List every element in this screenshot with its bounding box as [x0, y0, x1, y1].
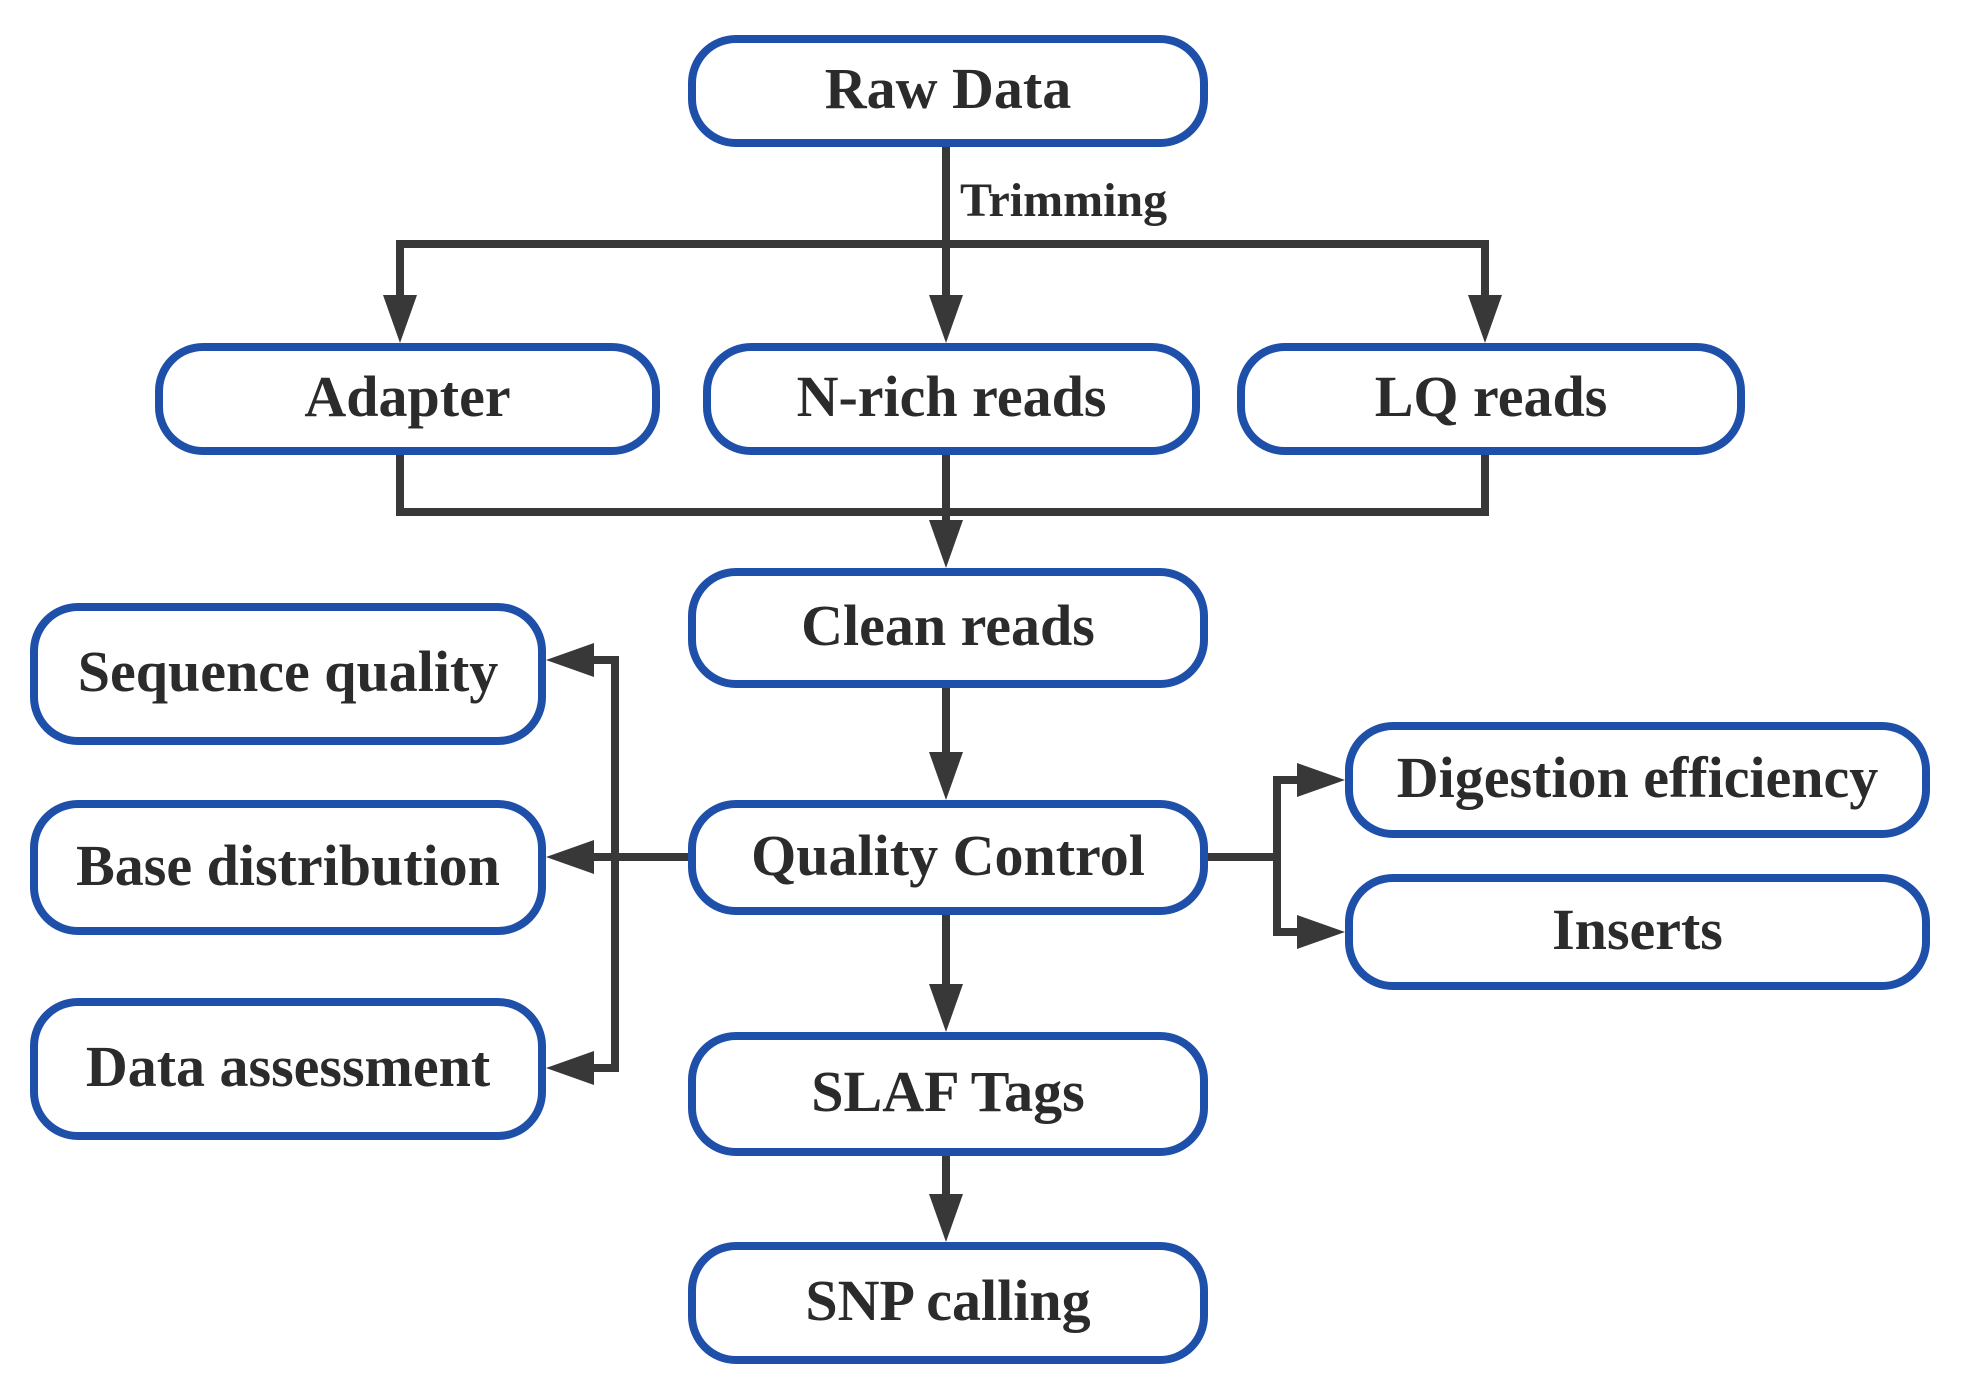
arrowhead-into-snp-calling-icon: [929, 1194, 963, 1242]
arrowhead-into-adapter-icon: [383, 295, 417, 343]
arrowhead-into-inserts-icon: [1297, 915, 1345, 949]
edge-stub-inserts: [1273, 928, 1301, 936]
node-n-rich-reads-label: N-rich reads: [796, 364, 1107, 429]
edge-trimming-branch-horizontal: [396, 240, 1489, 248]
node-lq-reads-label: LQ reads: [1374, 364, 1608, 429]
node-base-distribution: Base distribution: [30, 800, 546, 935]
node-adapter: Adapter: [155, 343, 660, 455]
node-snp-calling: SNP calling: [688, 1242, 1208, 1364]
node-snp-calling-label: SNP calling: [805, 1268, 1091, 1333]
edge-cleanreads-to-qc: [942, 688, 950, 756]
node-inserts-label: Inserts: [1552, 897, 1723, 962]
edge-branch-drop-lq-reads: [1481, 240, 1489, 300]
node-data-assessment: Data assessment: [30, 998, 546, 1140]
edge-left-spine-vertical: [611, 656, 619, 1072]
node-adapter-label: Adapter: [304, 364, 511, 429]
edge-qc-left-horizontal: [590, 853, 688, 861]
node-sequence-quality: Sequence quality: [30, 603, 546, 745]
node-clean-reads-label: Clean reads: [801, 593, 1095, 658]
node-inserts: Inserts: [1345, 874, 1930, 990]
node-data-assessment-label: Data assessment: [85, 1034, 491, 1099]
node-raw-data: Raw Data: [688, 35, 1208, 147]
edge-stub-digestion-efficiency: [1273, 776, 1301, 784]
arrowhead-into-clean-reads-icon: [929, 520, 963, 568]
edge-converge-horizontal: [396, 508, 1489, 516]
node-slaf-tags: SLAF Tags: [688, 1032, 1208, 1156]
arrowhead-into-base-distribution-icon: [546, 840, 594, 874]
node-raw-data-label: Raw Data: [824, 56, 1072, 121]
node-base-distribution-label: Base distribution: [76, 832, 500, 898]
node-n-rich-reads: N-rich reads: [703, 343, 1200, 455]
edge-stub-sequence-quality: [590, 656, 619, 664]
edge-nrich-down: [942, 455, 950, 524]
node-quality-control: Quality Control: [688, 800, 1208, 915]
edge-branch-drop-adapter: [396, 240, 404, 300]
arrowhead-into-n-rich-reads-icon: [929, 295, 963, 343]
arrowhead-into-sequence-quality-icon: [546, 643, 594, 677]
edge-label-trimming: Trimming: [960, 174, 1168, 227]
arrowhead-into-quality-control-icon: [929, 752, 963, 800]
node-slaf-tags-label: SLAF Tags: [811, 1059, 1085, 1124]
node-clean-reads: Clean reads: [688, 568, 1208, 688]
edge-lq-down: [1481, 455, 1489, 516]
node-digestion-efficiency: Digestion efficiency: [1345, 722, 1930, 838]
node-lq-reads: LQ reads: [1237, 343, 1745, 455]
edge-right-spine-vertical: [1273, 776, 1281, 936]
node-sequence-quality-label: Sequence quality: [77, 639, 499, 704]
edge-adapter-down: [396, 455, 404, 516]
arrowhead-into-data-assessment-icon: [546, 1051, 594, 1085]
edge-stub-data-assessment: [590, 1064, 619, 1072]
edge-qc-right-horizontal: [1208, 853, 1281, 861]
edge-slaf-to-snp: [942, 1156, 950, 1198]
edge-qc-to-slaf-tags: [942, 915, 950, 988]
arrowhead-into-lq-reads-icon: [1468, 295, 1502, 343]
node-digestion-efficiency-label: Digestion efficiency: [1396, 745, 1879, 810]
node-quality-control-label: Quality Control: [751, 822, 1145, 888]
arrowhead-into-slaf-tags-icon: [929, 984, 963, 1032]
edge-rawdata-vertical: [942, 147, 950, 300]
arrowhead-into-digestion-efficiency-icon: [1297, 763, 1345, 797]
